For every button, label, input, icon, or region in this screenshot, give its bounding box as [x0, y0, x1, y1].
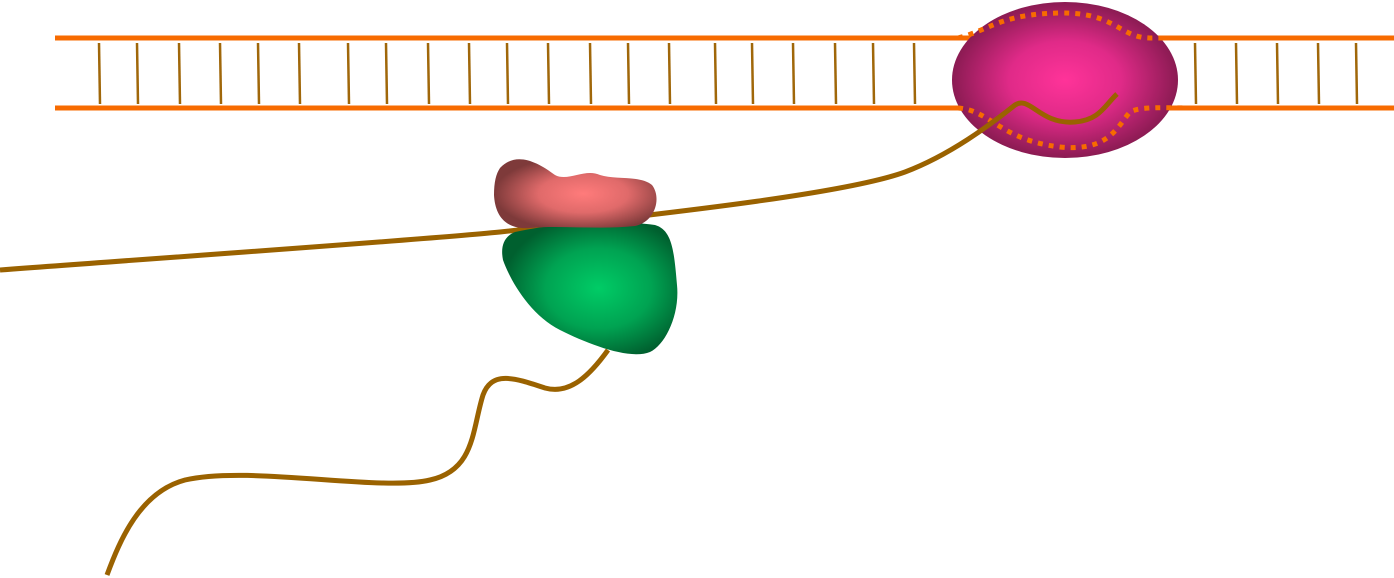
base-pair-rung: [426, 42, 431, 105]
base-pair-rung: [467, 42, 472, 105]
rna-polymerase: [952, 2, 1191, 158]
base-pair-rung: [177, 42, 182, 105]
base-pair-rung: [791, 42, 796, 105]
mrna-strand: [0, 92, 1119, 273]
base-pair-rung: [256, 42, 261, 105]
dna-base-pairs: [97, 42, 1359, 105]
ribosome-small-subunit: [494, 159, 657, 229]
base-pair-rung: [297, 42, 302, 105]
base-pair-rung: [871, 42, 876, 105]
base-pair-rung: [1275, 42, 1280, 105]
base-pair-rung: [750, 42, 755, 105]
dna-double-helix: [55, 35, 1394, 111]
base-pair-rung: [713, 42, 718, 105]
base-pair-rung: [1234, 42, 1239, 105]
base-pair-rung: [1316, 42, 1321, 105]
polypeptide-chain: [104, 348, 611, 576]
base-pair-rung: [505, 42, 510, 105]
base-pair-rung: [626, 42, 631, 105]
base-pair-rung: [97, 42, 102, 105]
base-pair-rung: [833, 42, 838, 105]
ribosome-large-subunit: [502, 222, 678, 355]
base-pair-rung: [346, 42, 351, 105]
base-pair-rung: [588, 42, 593, 105]
base-pair-rung: [218, 42, 223, 105]
base-pair-rung: [667, 42, 672, 105]
rna-polymerase-icon: [952, 2, 1178, 158]
base-pair-rung: [546, 42, 551, 105]
base-pair-rung: [1354, 42, 1359, 105]
base-pair-rung: [135, 42, 140, 105]
base-pair-rung: [1193, 42, 1198, 105]
base-pair-rung: [912, 42, 917, 105]
base-pair-rung: [384, 42, 389, 105]
